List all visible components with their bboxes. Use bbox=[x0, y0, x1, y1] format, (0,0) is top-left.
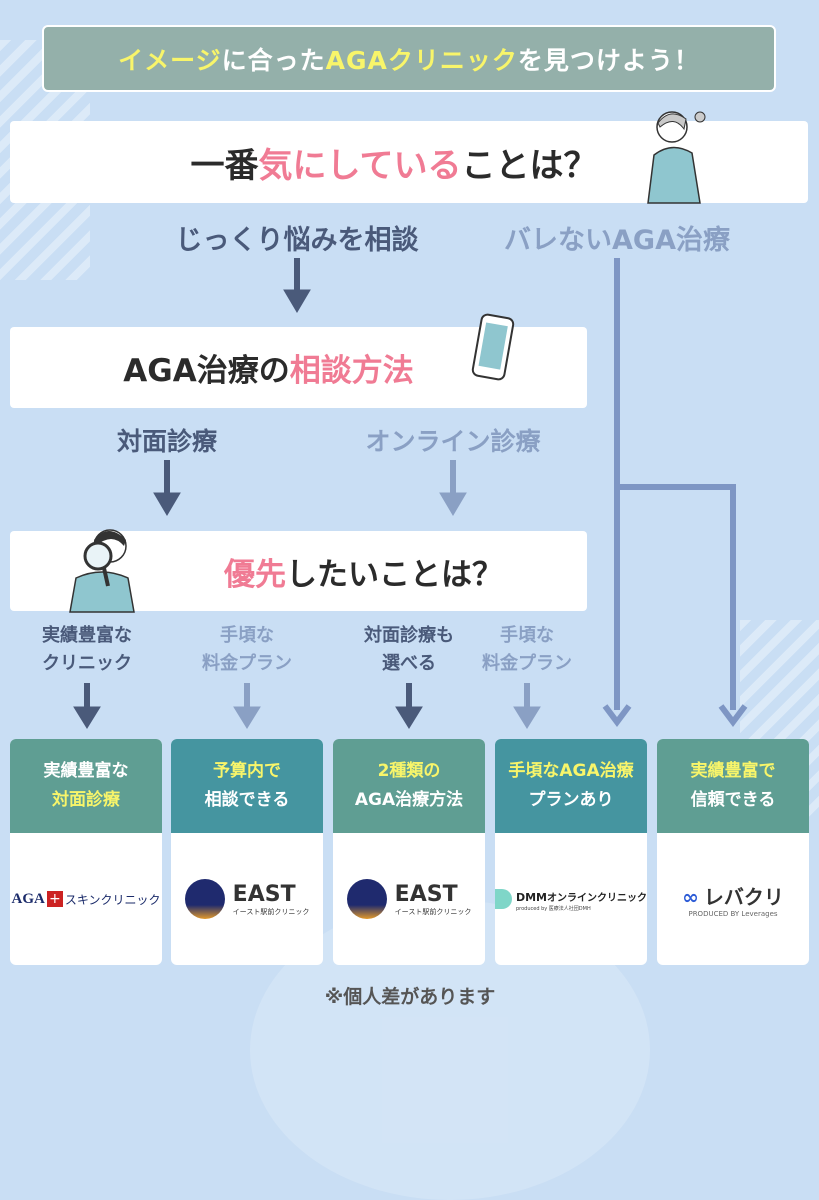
q2-prefix: AGA治療の bbox=[123, 353, 290, 389]
option-line: 選べる bbox=[382, 653, 436, 674]
q1-prefix: 一番 bbox=[190, 145, 259, 186]
clinic-card-dmm[interactable]: 手頃なAGA治療プランあり DMMオンラインクリニック produced by 医… bbox=[495, 739, 647, 965]
card-line: 対面診療 bbox=[52, 790, 120, 810]
logo-text: AGA bbox=[11, 890, 45, 907]
logo-text: レバクリ bbox=[703, 884, 784, 909]
option-line: クリニック bbox=[42, 653, 132, 674]
logo-text: EAST bbox=[232, 881, 296, 907]
option-in-person: 対面診療 bbox=[116, 427, 218, 456]
link-icon: ∞ bbox=[682, 884, 699, 909]
arrow-down-icon bbox=[153, 460, 181, 516]
option-line: 手頃な bbox=[500, 625, 554, 646]
card-line: AGA治療方法 bbox=[354, 790, 464, 810]
card-line: 実績豊富で bbox=[690, 761, 776, 781]
logo-text: produced by 医療法人社団DMH bbox=[515, 906, 591, 912]
arrow-down-icon bbox=[439, 460, 467, 516]
footnote: ※個人差があります bbox=[324, 986, 496, 1008]
clinic-card-aga-skin[interactable]: 実績豊富な対面診療 AGA+スキンクリニック bbox=[10, 739, 162, 965]
logo-text: DMM bbox=[515, 891, 547, 904]
card-header: 手頃なAGA治療プランあり bbox=[495, 739, 647, 833]
dmm-logo-mark bbox=[495, 889, 512, 909]
east-logo-mark bbox=[184, 879, 225, 919]
option-affordable-online: 手頃な料金プラン bbox=[482, 622, 572, 678]
arrow-down-icon bbox=[283, 258, 311, 313]
q3-suffix: したいことは？ bbox=[286, 556, 503, 593]
logo-text: EAST bbox=[394, 881, 458, 907]
card-line: プランあり bbox=[528, 790, 614, 810]
east-logo-mark bbox=[346, 879, 387, 919]
option-consult: じっくり悩みを相談 bbox=[175, 225, 419, 256]
option-line: 実績豊富な bbox=[42, 625, 132, 646]
card-header: 予算内で相談できる bbox=[171, 739, 323, 833]
option-discreet: バレないAGA治療 bbox=[504, 225, 730, 256]
branch-arrow bbox=[602, 258, 748, 727]
card-line: 実績豊富な bbox=[43, 761, 129, 781]
card-line: 信頼できる bbox=[690, 790, 776, 810]
arrow-down-icon bbox=[73, 683, 101, 729]
option-line: 対面診療も bbox=[364, 625, 454, 646]
magnifier-man-illustration bbox=[69, 529, 135, 613]
option-online: オンライン診療 bbox=[365, 427, 541, 456]
q3-highlight: 優先 bbox=[224, 556, 286, 593]
q2-highlight: 相談方法 bbox=[289, 353, 414, 389]
q1-suffix: ことは？ bbox=[461, 145, 598, 186]
smartphone-illustration bbox=[471, 313, 515, 381]
option-line: 料金プラン bbox=[482, 653, 572, 674]
title-part: を見つけよう！ bbox=[517, 45, 700, 75]
logo-text: オンラインクリニック bbox=[547, 893, 647, 904]
arrow-down-icon bbox=[513, 683, 541, 729]
card-line: 2種類の bbox=[377, 761, 441, 781]
card-line: 予算内で bbox=[213, 761, 281, 781]
logo-text: イースト駅前クリニック bbox=[394, 907, 472, 916]
option-track-record: 実績豊富なクリニック bbox=[42, 622, 132, 678]
thinking-man-illustration bbox=[647, 111, 706, 204]
logo-text: イースト駅前クリニック bbox=[232, 907, 310, 916]
logo-text: スキンクリニック bbox=[64, 892, 161, 907]
cross-icon: + bbox=[46, 891, 63, 907]
card-line: 相談できる bbox=[204, 790, 290, 810]
title-part: イメージ bbox=[118, 45, 222, 75]
q1-highlight: 気にしている bbox=[258, 145, 462, 186]
card-header: 2種類の AGA治療方法 bbox=[333, 739, 485, 833]
logo-text: PRODUCED BY Leverages bbox=[688, 909, 778, 918]
card-line: 手頃なAGA治療 bbox=[508, 761, 634, 781]
card-header: 実績豊富で信頼できる bbox=[657, 739, 809, 833]
title-part: に合った bbox=[221, 45, 326, 75]
dmm-clinic-logo: DMMオンラインクリニック produced by 医療法人社団DMH bbox=[495, 833, 647, 965]
arrow-down-icon bbox=[233, 683, 261, 729]
option-line: 手頃な bbox=[220, 625, 274, 646]
option-line: 料金プラン bbox=[202, 653, 292, 674]
flow-arrows bbox=[73, 258, 748, 729]
option-affordable: 手頃な料金プラン bbox=[202, 622, 292, 678]
arrow-down-icon bbox=[395, 683, 423, 729]
option-in-person-available: 対面診療も選べる bbox=[364, 622, 454, 678]
card-header: 実績豊富な対面診療 bbox=[10, 739, 162, 833]
title-part: AGAクリニック bbox=[325, 45, 518, 75]
aga-skin-clinic-logo: AGA+スキンクリニック bbox=[10, 833, 162, 965]
